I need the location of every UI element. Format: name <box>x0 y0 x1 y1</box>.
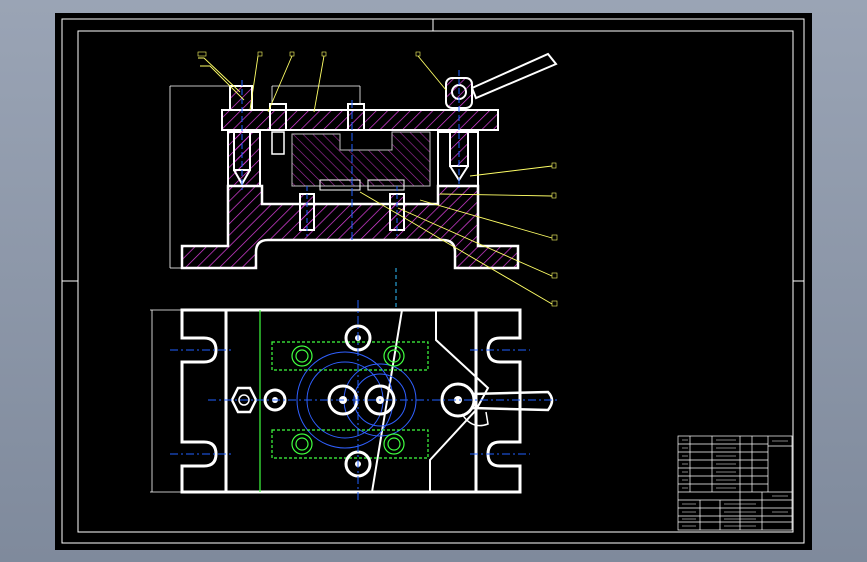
drawing-sheet <box>55 13 812 550</box>
plan-view <box>150 268 560 500</box>
section-view <box>169 51 558 307</box>
plan-lever <box>471 390 554 412</box>
green-bolt-holes <box>259 310 429 492</box>
clamp-plate <box>221 109 499 131</box>
part-leaders <box>198 55 553 305</box>
sheet-border <box>61 18 805 544</box>
right-cam-lever <box>445 52 558 188</box>
title-block <box>677 435 793 531</box>
workpiece-section <box>291 131 431 187</box>
fixture-base-section <box>180 184 520 270</box>
